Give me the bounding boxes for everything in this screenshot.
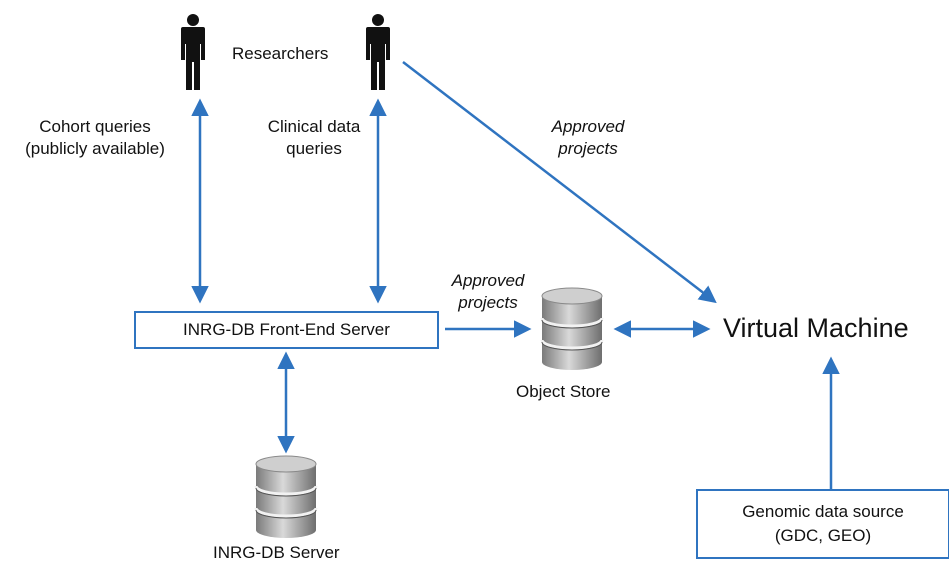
database-icon	[254, 455, 318, 538]
clinical-queries-line2: queries	[286, 139, 342, 158]
approved-projects-label-top: Approved projects	[540, 116, 636, 160]
genomic-line2: (GDC, GEO)	[774, 526, 872, 545]
cohort-queries-line1: Cohort queries	[39, 117, 151, 136]
person-icon	[366, 14, 390, 90]
db-server-label: INRG-DB Server	[213, 543, 340, 562]
frontend-server-node: INRG-DB Front-End Server	[134, 311, 439, 349]
cohort-queries-line2: (publicly available)	[25, 139, 165, 158]
approved-top-line2: projects	[558, 139, 618, 158]
approved-mid-line1: Approved	[451, 271, 525, 290]
genomic-data-source-node: Genomic data source (GDC, GEO)	[696, 489, 949, 559]
arrow-researchers-to-vm	[402, 61, 717, 304]
cohort-queries-label: Cohort queries (publicly available)	[10, 116, 180, 160]
approved-projects-label-mid: Approved projects	[440, 270, 536, 314]
clinical-queries-line1: Clinical data	[267, 117, 361, 136]
person-icon	[181, 14, 205, 90]
clinical-queries-label: Clinical data queries	[254, 116, 374, 160]
database-icon	[540, 287, 604, 370]
approved-mid-line2: projects	[458, 293, 518, 312]
genomic-line1: Genomic data source	[742, 502, 904, 521]
object-store-label: Object Store	[516, 382, 611, 401]
approved-top-line1: Approved	[551, 117, 625, 136]
virtual-machine-node: Virtual Machine	[723, 313, 909, 343]
researchers-label: Researchers	[232, 44, 329, 63]
